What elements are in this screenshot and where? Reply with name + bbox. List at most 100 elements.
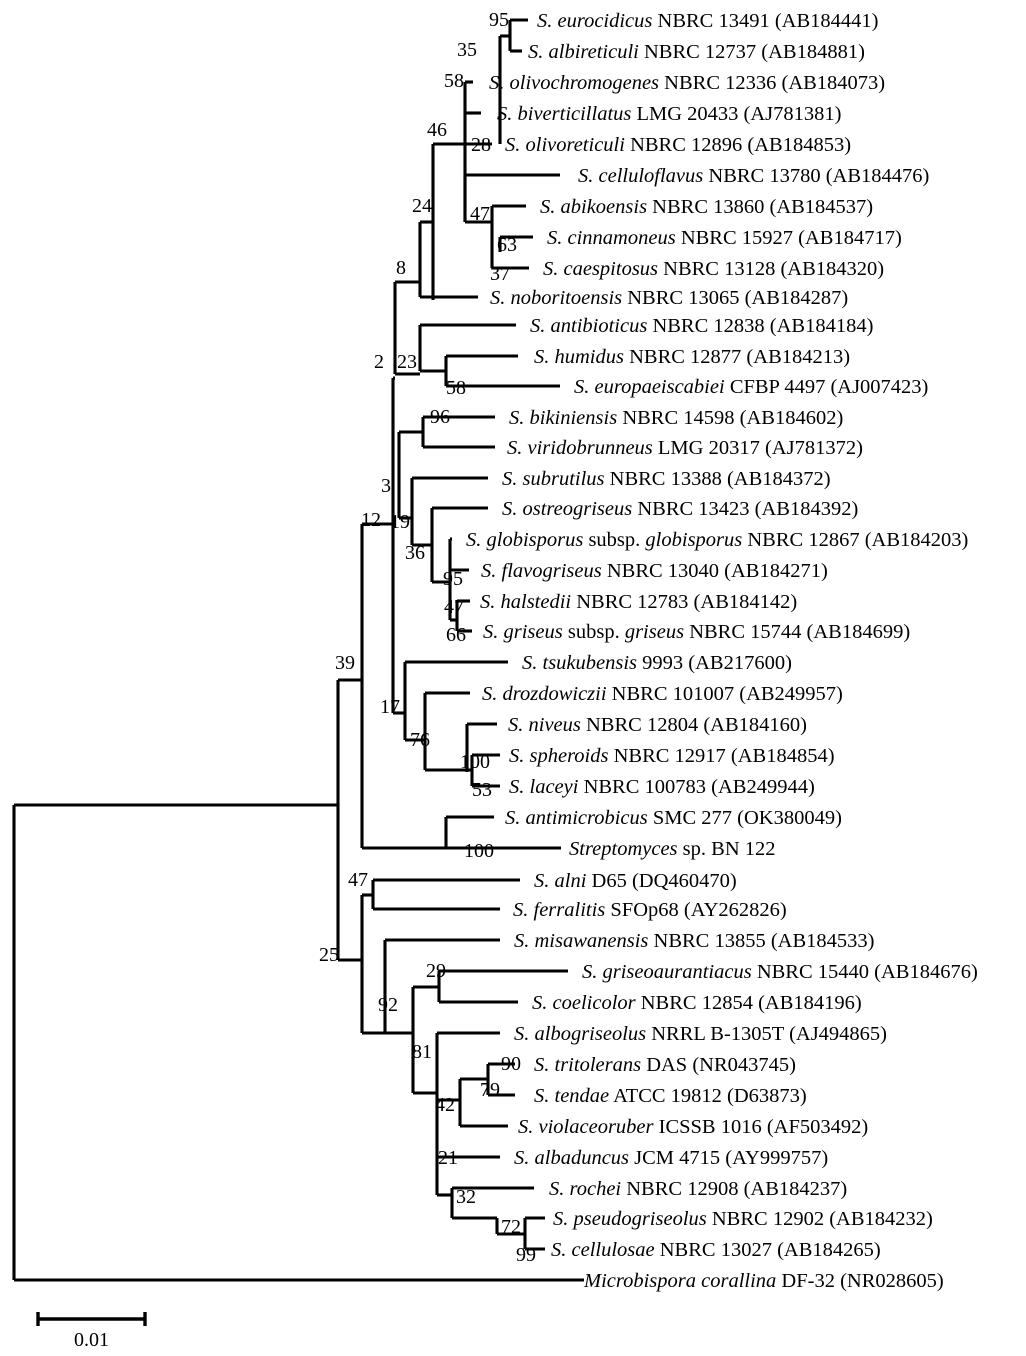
taxon-strain-accession: ATCC 19812 (D63873)	[609, 1085, 807, 1107]
taxon-species-name: S. coelicolor	[532, 992, 637, 1014]
taxon-strain-accession: LMG 20433 (AJ781381)	[631, 103, 841, 125]
taxon-strain-accession: NBRC 12867 (AB184203)	[742, 529, 968, 551]
bootstrap-value: 17	[380, 696, 400, 718]
taxon-label: S. antibioticus NBRC 12838 (AB184184)	[530, 315, 873, 337]
scale-bar-label: 0.01	[74, 1329, 109, 1351]
bootstrap-value: 100	[460, 751, 490, 773]
bootstrap-value: 24	[412, 195, 432, 217]
bootstrap-value: 32	[456, 1186, 476, 1208]
taxon-species-name: S. alni	[534, 870, 587, 892]
bootstrap-value: 29	[426, 960, 446, 982]
taxon-species-name: S. misawanensis	[514, 930, 648, 952]
bootstrap-value: 66	[446, 624, 466, 646]
taxon-strain-accession: sp. BN 122	[678, 838, 776, 860]
taxon-species-name: S. bikiniensis	[509, 407, 617, 429]
taxon-species-name: S. laceyi	[509, 776, 579, 798]
taxon-species-name: S. humidus	[534, 346, 624, 368]
bootstrap-value: 90	[501, 1053, 521, 1075]
taxon-species-name: S. tsukubensis	[522, 652, 637, 674]
taxon-species-name: S. spheroids	[509, 745, 608, 767]
taxon-strain-accession: NBRC 12838 (AB184184)	[647, 315, 873, 337]
bootstrap-value: 12	[361, 509, 381, 531]
taxon-label: S. viridobrunneus LMG 20317 (AJ781372)	[507, 437, 863, 459]
bootstrap-value: 47	[470, 203, 490, 225]
bootstrap-value: 8	[396, 257, 406, 279]
taxon-strain-accession: NBRC 13780 (AB184476)	[703, 165, 929, 187]
taxon-species-name: Streptomyces	[569, 838, 678, 860]
taxon-species-name: S. halstedii	[480, 591, 571, 613]
taxon-strain-accession: NBRC 13855 (AB184533)	[648, 930, 874, 952]
taxon-label: S. albireticuli NBRC 12737 (AB184881)	[528, 41, 865, 63]
bootstrap-value: 23	[397, 351, 417, 373]
taxon-strain-accession: NBRC 12896 (AB184853)	[625, 134, 851, 156]
bootstrap-value: 28	[471, 134, 491, 156]
taxon-species-name: S. albaduncus	[514, 1147, 629, 1169]
taxon-species-name: S. caespitosus	[543, 258, 658, 280]
taxon-label: S. eurocidicus NBRC 13491 (AB184441)	[537, 10, 878, 32]
bootstrap-value: 76	[410, 729, 430, 751]
taxon-species-name: Microbispora corallina	[583, 1270, 776, 1292]
taxon-strain-accession: subsp.	[563, 621, 625, 643]
taxon-label: S. europaeiscabiei CFBP 4497 (AJ007423)	[574, 376, 928, 398]
bootstrap-value: 92	[378, 994, 398, 1016]
bootstrap-value: 72	[501, 1216, 521, 1238]
taxon-species-name: globisporus	[645, 529, 742, 551]
taxon-strain-accession: NBRC 13388 (AB184372)	[605, 468, 831, 490]
taxon-label: S. flavogriseus NBRC 13040 (AB184271)	[481, 560, 828, 582]
taxon-species-name: S. antibioticus	[530, 315, 647, 337]
taxon-label: S. olivoreticuli NBRC 12896 (AB184853)	[505, 134, 851, 156]
taxon-strain-accession: DF-32 (NR028605)	[776, 1270, 943, 1292]
taxon-strain-accession: NBRC 12783 (AB184142)	[571, 591, 797, 613]
bootstrap-value: 21	[438, 1147, 458, 1169]
taxon-label: S. spheroids NBRC 12917 (AB184854)	[509, 745, 835, 767]
taxon-species-name: S. olivoreticuli	[505, 134, 625, 156]
taxon-label: S. rochei NBRC 12908 (AB184237)	[549, 1178, 847, 1200]
bootstrap-value: 37	[490, 263, 510, 285]
taxon-species-name: S. cellulosae	[551, 1239, 655, 1261]
bootstrap-value: 46	[427, 119, 447, 141]
taxon-label: S. ostreogriseus NBRC 13423 (AB184392)	[502, 498, 858, 520]
taxon-label: S. olivochromogenes NBRC 12336 (AB184073…	[489, 72, 885, 94]
bootstrap-value: 2	[374, 351, 384, 373]
taxon-label: S. violaceoruber ICSSB 1016 (AF503492)	[518, 1116, 868, 1138]
taxon-species-name: S. abikoensis	[540, 196, 647, 218]
bootstrap-value: 36	[405, 542, 425, 564]
taxon-label: S. coelicolor NBRC 12854 (AB184196)	[532, 992, 862, 1014]
taxon-label: S. caespitosus NBRC 13128 (AB184320)	[543, 258, 884, 280]
bootstrap-value: 95	[443, 568, 463, 590]
taxon-species-name: S. griseus	[483, 621, 563, 643]
taxon-label: Microbispora corallina DF-32 (NR028605)	[583, 1270, 944, 1292]
taxon-strain-accession: NBRC 100783 (AB249944)	[578, 776, 814, 798]
taxon-label: S. abikoensis NBRC 13860 (AB184537)	[540, 196, 873, 218]
taxon-label: S. drozdowiczii NBRC 101007 (AB249957)	[482, 683, 843, 705]
taxon-species-name: S. ferralitis	[513, 899, 605, 921]
taxon-strain-accession: NBRC 13860 (AB184537)	[647, 196, 873, 218]
bootstrap-value: 100	[464, 840, 494, 862]
taxon-label: S. griseoaurantiacus NBRC 15440 (AB18467…	[582, 961, 978, 983]
bootstrap-value: 47	[444, 596, 464, 618]
taxon-species-name: S. biverticillatus	[497, 103, 631, 125]
taxon-label: S. bikiniensis NBRC 14598 (AB184602)	[509, 407, 843, 429]
taxon-strain-accession: DAS (NR043745)	[641, 1054, 796, 1076]
taxon-label: S. laceyi NBRC 100783 (AB249944)	[509, 776, 815, 798]
taxon-label: S. halstedii NBRC 12783 (AB184142)	[480, 591, 797, 613]
taxon-strain-accession: LMG 20317 (AJ781372)	[653, 437, 863, 459]
taxon-species-name: S. europaeiscabiei	[574, 376, 725, 398]
bootstrap-value: 81	[412, 1041, 432, 1063]
taxon-label: Streptomyces sp. BN 122	[569, 838, 776, 860]
taxon-label: S. griseus subsp. griseus NBRC 15744 (AB…	[483, 621, 910, 643]
taxon-label: S. tsukubensis 9993 (AB217600)	[522, 652, 792, 674]
taxon-species-name: S. subrutilus	[502, 468, 605, 490]
bootstrap-value: 42	[435, 1094, 455, 1116]
taxon-label: S. cellulosae NBRC 13027 (AB184265)	[551, 1239, 881, 1261]
taxon-species-name: S. globisporus	[466, 529, 583, 551]
taxon-strain-accession: NBRC 13423 (AB184392)	[632, 498, 858, 520]
taxon-label: S. antimicrobicus SMC 277 (OK380049)	[505, 807, 842, 829]
bootstrap-value: 25	[319, 944, 339, 966]
taxon-species-name: S. griseoaurantiacus	[582, 961, 752, 983]
bootstrap-value: 96	[430, 406, 450, 428]
taxon-label: S. alni D65 (DQ460470)	[534, 870, 737, 892]
tree-branch-group	[12, 18, 584, 1282]
